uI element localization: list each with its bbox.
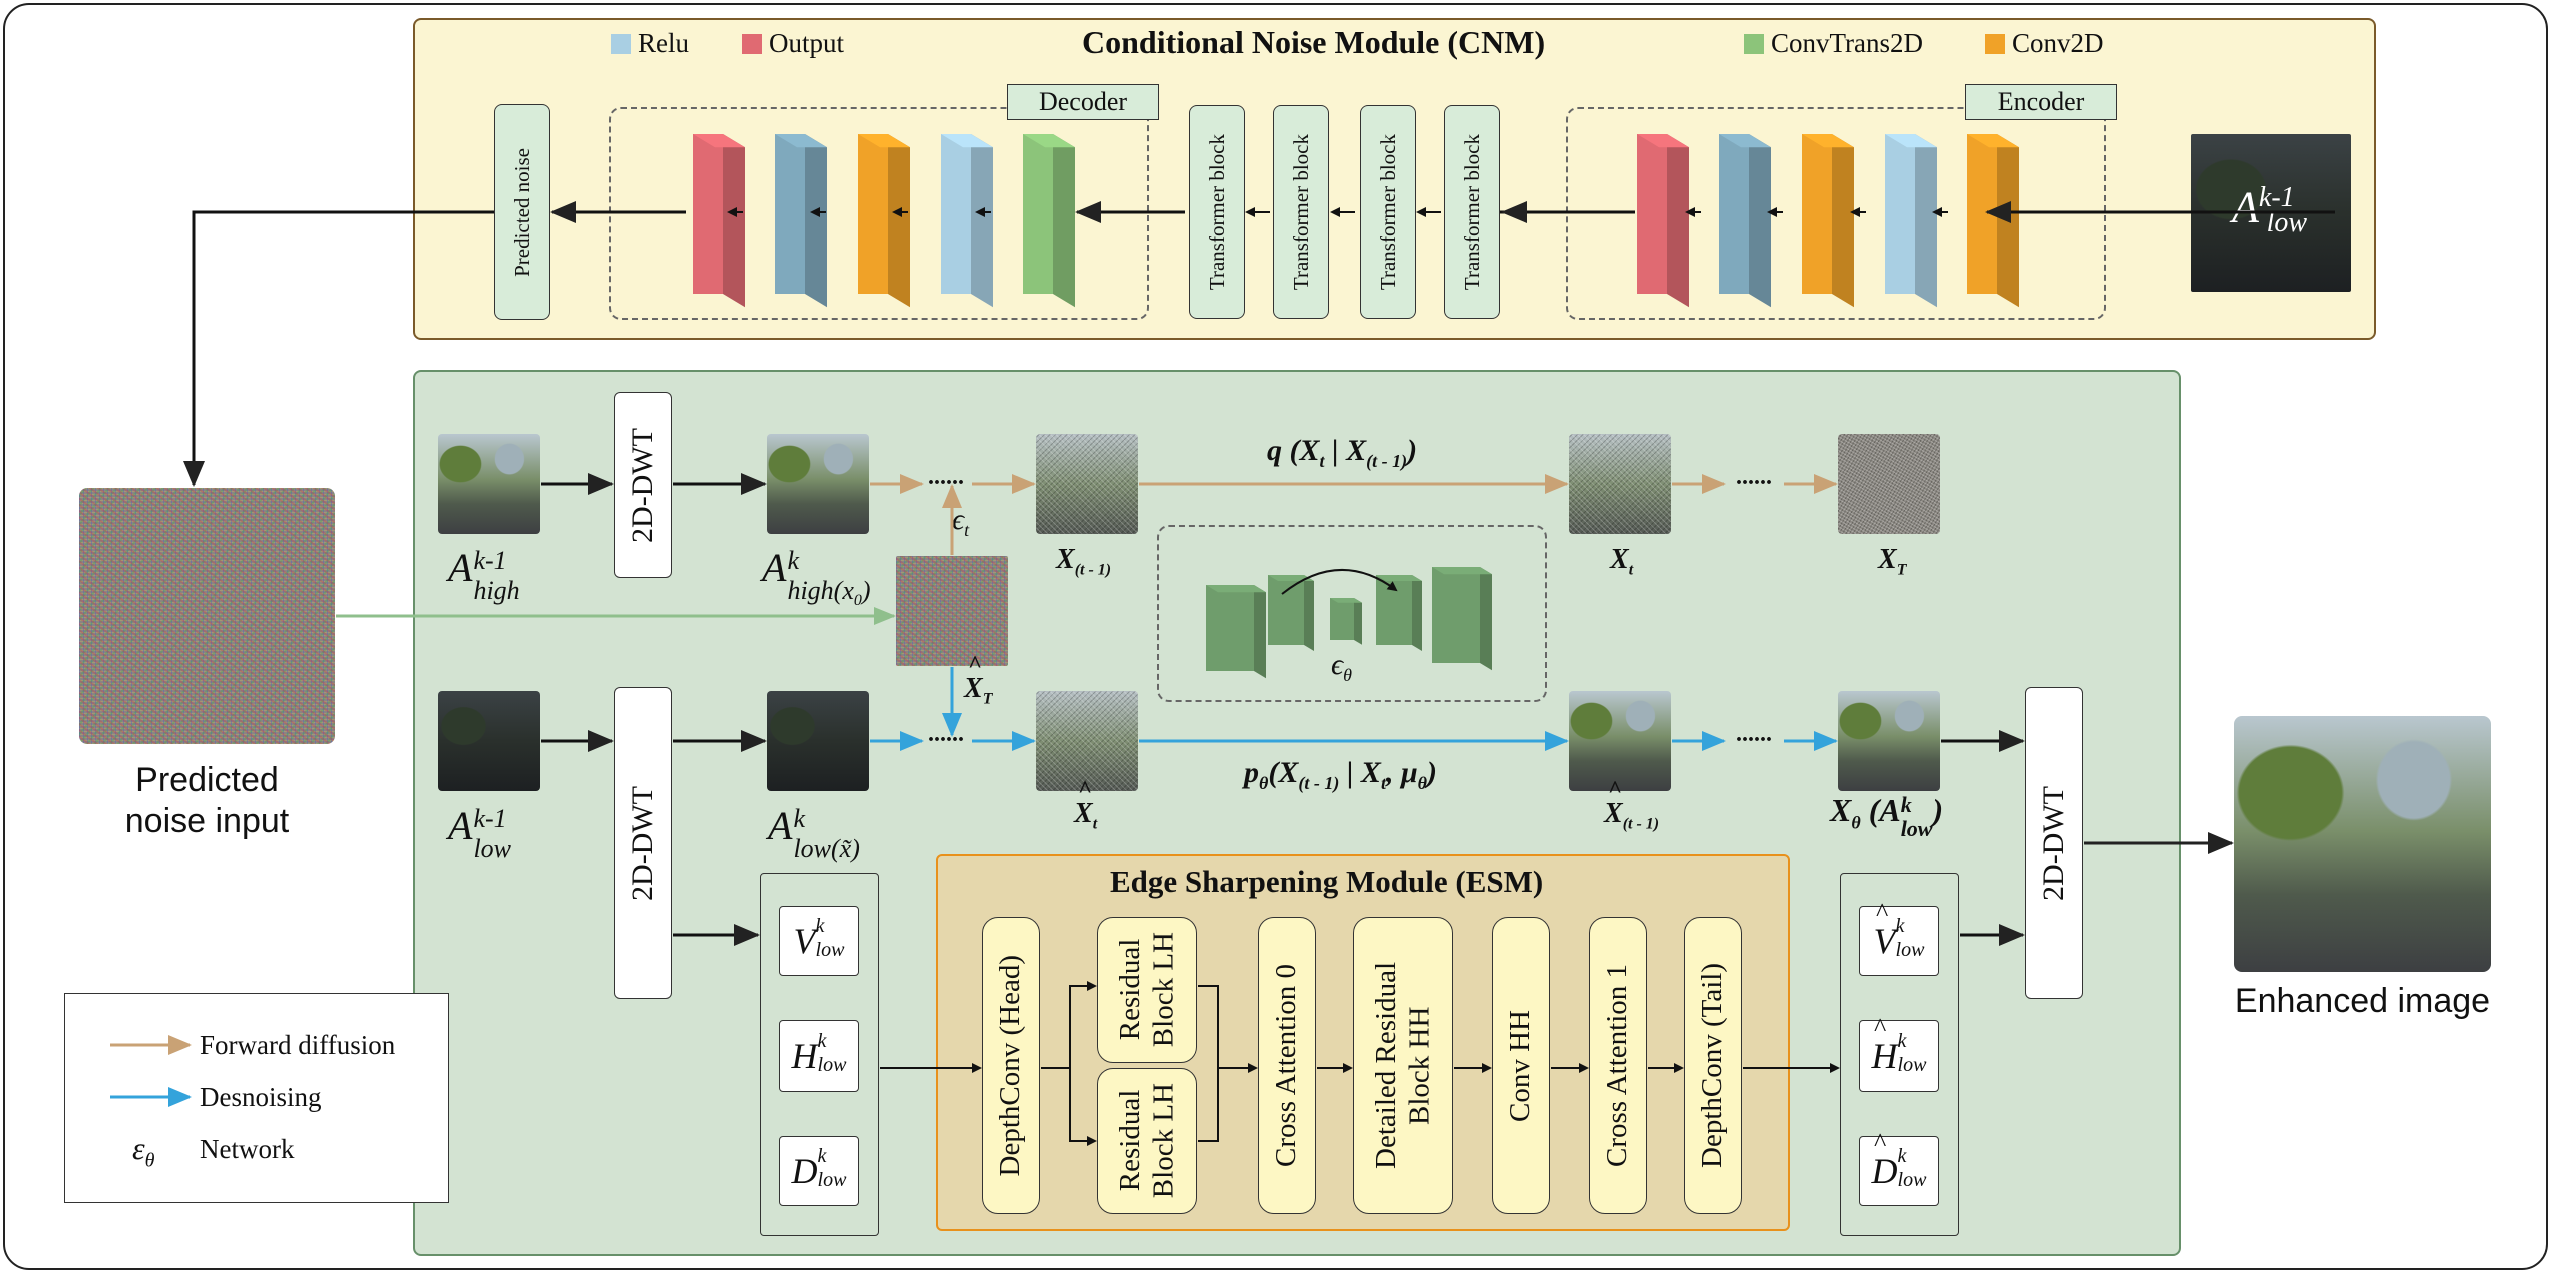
outer-frame bbox=[3, 3, 2548, 1270]
noise-to-input-arrow bbox=[183, 210, 494, 487]
conv2d-legend-label: Conv2D bbox=[2012, 28, 2104, 58]
x-t-label: Xt bbox=[1610, 544, 1634, 579]
enhanced-image-label: Enhanced image bbox=[2234, 982, 2491, 1020]
legend-denoise-label: Desnoising bbox=[200, 1082, 322, 1112]
transformer-block-2: Transformer block bbox=[1273, 105, 1329, 319]
dwt-block-right: 2D-DWT bbox=[2025, 687, 2083, 999]
convtrans2d-layer-block bbox=[1023, 134, 1075, 308]
legend-network-label: Network bbox=[200, 1134, 295, 1164]
transformer-block-3: Transformer block bbox=[1360, 105, 1416, 319]
dots-top-right: ...... bbox=[1736, 464, 1772, 490]
cross-attention-1-block: Cross Attention 1 bbox=[1589, 917, 1647, 1214]
depthconv-tail-block: DepthConv (Tail) bbox=[1684, 917, 1742, 1214]
output-layer-block bbox=[693, 134, 745, 308]
x-T-label: XT bbox=[1878, 544, 1907, 579]
output-layer-block bbox=[1637, 134, 1689, 308]
output-swatch bbox=[742, 34, 762, 54]
relu-layer-block bbox=[1885, 134, 1937, 308]
conv2d-layer-block bbox=[1967, 134, 2019, 308]
network-group bbox=[1157, 525, 1547, 702]
cnm-input-symbol: Ak-1low bbox=[2232, 182, 2308, 239]
a-low-input-image bbox=[438, 691, 540, 791]
unet-decoder-block bbox=[1376, 575, 1422, 651]
predicted-noise-input-image bbox=[79, 488, 335, 744]
depthconv-head-block: DepthConv (Head) bbox=[982, 917, 1040, 1214]
legend-forward-label: Forward diffusion bbox=[200, 1030, 396, 1060]
x-t-minus-1-label: X(t - 1) bbox=[1056, 544, 1112, 579]
relu-legend-label: Relu bbox=[638, 28, 689, 58]
predicted-noise-input-label: Predicted noise input bbox=[124, 761, 290, 840]
convtrans2d-swatch bbox=[1744, 34, 1764, 54]
relu-layer-block bbox=[941, 134, 993, 308]
relu-swatch bbox=[611, 34, 631, 54]
xhat-t-minus-1-label: X^(t - 1) bbox=[1604, 777, 1660, 833]
conv-hh-block: Conv HH bbox=[1492, 917, 1550, 1214]
xhat-t-label: X^t bbox=[1074, 777, 1098, 833]
conv2d-swatch bbox=[1985, 34, 2005, 54]
a-high-x0-image bbox=[767, 434, 869, 534]
output-legend-label: Output bbox=[769, 28, 845, 58]
xhat-t-image bbox=[1036, 691, 1138, 791]
transformer-block-1: Transformer block bbox=[1189, 105, 1245, 319]
dwt-block-top: 2D-DWT bbox=[614, 392, 672, 578]
unet-bottleneck-block bbox=[1330, 598, 1362, 645]
unet-encoder-block bbox=[1268, 575, 1314, 651]
x-t-image bbox=[1569, 434, 1671, 534]
a-high-input-image bbox=[438, 434, 540, 534]
a-low-x-image bbox=[767, 691, 869, 791]
epsilon-theta-label: ϵθ bbox=[1331, 648, 1352, 685]
dwt-block-bottom: 2D-DWT bbox=[614, 687, 672, 999]
encoder-label: Encoder bbox=[1965, 84, 2117, 120]
unet-encoder-block bbox=[1206, 585, 1266, 679]
forward-formula: q (Xt | X(t - 1)) bbox=[1267, 434, 1418, 471]
relu-layer-block bbox=[1719, 134, 1771, 308]
skip-connection-arrow bbox=[1281, 569, 1398, 595]
xhat-t-minus-1-image bbox=[1569, 691, 1671, 791]
x-T-image bbox=[1838, 434, 1940, 534]
epsilon-t-label: ϵt bbox=[952, 503, 970, 540]
relu-layer-block bbox=[775, 134, 827, 308]
decoder-label: Decoder bbox=[1007, 84, 1159, 120]
cnm-title: Conditional Noise Module (CNM) bbox=[1082, 24, 1546, 60]
reverse-formula: pθ(X(t - 1) | Xt, μθ) bbox=[1244, 756, 1437, 793]
epsilon-t-noise-image bbox=[896, 556, 1008, 666]
legend-network-symbol: εθ bbox=[132, 1130, 155, 1172]
unet-decoder-block bbox=[1432, 567, 1492, 671]
x-t-minus-1-image bbox=[1036, 434, 1138, 534]
esm-title: Edge Sharpening Module (ESM) bbox=[1110, 864, 1544, 899]
xhat-theta-image bbox=[1838, 691, 1940, 791]
enhanced-image bbox=[2234, 716, 2491, 972]
xhat-T-label: X^T bbox=[964, 652, 993, 708]
conv2d-layer-block bbox=[1802, 134, 1854, 308]
dots-bottom-right: ...... bbox=[1736, 721, 1772, 747]
conv2d-layer-block bbox=[858, 134, 910, 308]
predicted-noise-block: Predicted noise bbox=[494, 104, 550, 320]
convtrans2d-legend-label: ConvTrans2D bbox=[1771, 28, 1924, 58]
transformer-block-4: Transformer block bbox=[1444, 105, 1500, 319]
cross-attention-0-block: Cross Attention 0 bbox=[1258, 917, 1316, 1214]
